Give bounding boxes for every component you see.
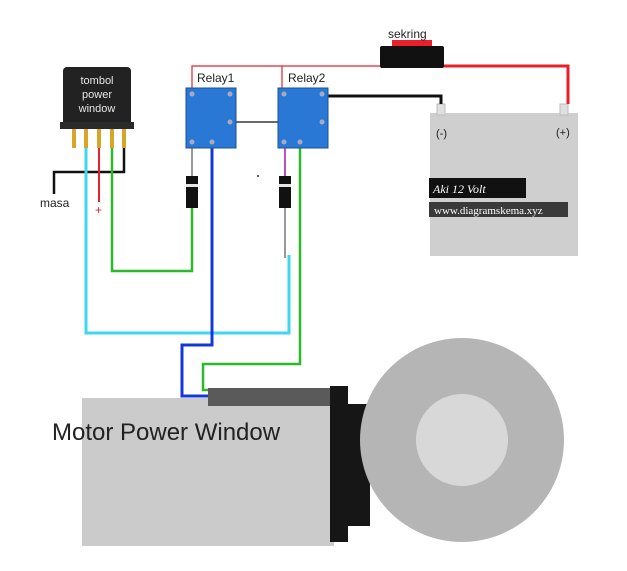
- diode1-body: [186, 176, 198, 208]
- motor-label: Motor Power Window: [52, 419, 281, 446]
- relay1-pin: [189, 91, 195, 97]
- relay-2: Relay2: [277, 71, 329, 149]
- wire-ground: [52, 148, 126, 194]
- fuse: sekring: [380, 27, 444, 68]
- wires: [52, 64, 570, 398]
- switch-pin: [110, 129, 114, 148]
- relay1-pin: [227, 119, 233, 125]
- switch-pin: [97, 129, 101, 148]
- fuse-cap: [392, 40, 432, 47]
- switch-pin: [72, 129, 76, 148]
- battery-positive-label: (+): [556, 127, 570, 139]
- stray-dot: [257, 175, 259, 177]
- fuse-label: sekring: [388, 27, 427, 41]
- relay1-body: [185, 87, 237, 149]
- relay2-pin: [319, 91, 325, 97]
- relay2-pin: [281, 139, 287, 145]
- gear-inner: [416, 394, 508, 486]
- wire-relay-bus-to-fuse: [191, 65, 380, 88]
- battery: (-) (+) Aki 12 Volt www.diagramskema.xyz: [429, 103, 578, 256]
- relay1-pin: [189, 139, 195, 145]
- motor-shaft: [208, 388, 338, 406]
- battery-positive-terminal: [559, 103, 569, 116]
- power-window-switch: tombol power window: [60, 67, 134, 148]
- wire-green-switch-to-diode1: [110, 148, 194, 273]
- wire-cyan-switch-to-relay2: [84, 148, 291, 335]
- battery-negative-label: (-): [436, 128, 447, 140]
- motor-body: [82, 398, 334, 546]
- wire-blue-relay1-to-motor: [180, 148, 214, 398]
- wire-green-relay2-to-motor: [201, 148, 302, 392]
- fuse-body: [380, 46, 444, 68]
- switch-label-line1: tombol: [80, 75, 113, 87]
- positive-mark: +: [95, 203, 102, 217]
- diode2-body: [279, 176, 291, 208]
- relay1-pin: [227, 91, 233, 97]
- switch-label-line3: window: [78, 103, 116, 115]
- diode1-band: [186, 184, 198, 187]
- switch-body: [63, 67, 131, 127]
- wire-battery-negative-to-relay2: [320, 94, 443, 118]
- website-label: www.diagramskema.xyz: [434, 205, 543, 217]
- battery-label-box: [429, 178, 526, 198]
- website-label-box: [429, 202, 568, 217]
- relay2-pin: [319, 119, 325, 125]
- switch-pin: [122, 129, 126, 148]
- wire-fuse-to-battery-positive: [443, 64, 570, 104]
- relay1-label: Relay1: [197, 71, 235, 85]
- battery-label: Aki 12 Volt: [432, 182, 486, 196]
- relay2-pin: [281, 91, 287, 97]
- switch-label-line2: power: [82, 89, 112, 101]
- switch-base: [60, 122, 134, 129]
- relay2-label: Relay2: [288, 71, 326, 85]
- relay2-pin: [297, 139, 303, 145]
- relay2-body: [277, 87, 329, 149]
- motor-flange: [330, 386, 348, 542]
- relay-1: Relay1: [185, 71, 237, 149]
- relay1-pin: [209, 139, 215, 145]
- diode-1: [186, 176, 198, 208]
- battery-negative-terminal: [436, 103, 446, 116]
- ground-label: masa: [40, 196, 70, 210]
- motor-assembly: Motor Power Window: [52, 338, 564, 546]
- diode2-band: [279, 184, 291, 187]
- switch-pin: [84, 129, 88, 148]
- diode-2: [279, 176, 291, 208]
